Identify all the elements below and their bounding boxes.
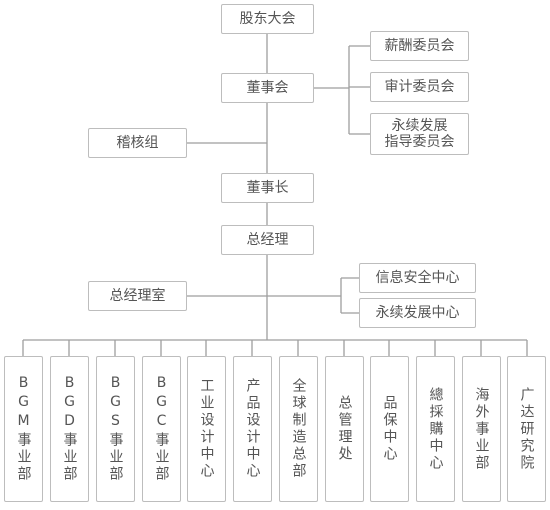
division-general-management: 总管理处 — [325, 356, 364, 502]
division-industrial-design: 工业设计中心 — [187, 356, 226, 502]
division-procurement: 總採購中心 — [416, 356, 455, 502]
division-product-design: 产品设计中心 — [233, 356, 272, 502]
division-bgc: BGC事业部 — [142, 356, 181, 502]
node-general-manager: 总经理 — [221, 225, 314, 255]
node-chairman: 董事长 — [221, 173, 314, 203]
node-shareholders: 股东大会 — [221, 4, 314, 34]
node-audit-team: 稽核组 — [88, 128, 187, 158]
node-sustainability-center: 永续发展中心 — [359, 298, 476, 328]
division-global-manufacturing: 全球制造总部 — [279, 356, 318, 502]
division-quality-assurance: 品保中心 — [370, 356, 409, 502]
node-sustainability-committee: 永续发展 指导委员会 — [370, 113, 469, 155]
node-sustainability-committee-line2: 指导委员会 — [384, 134, 455, 150]
node-gm-office: 总经理室 — [88, 281, 187, 311]
node-compensation-committee: 薪酬委员会 — [370, 31, 469, 61]
node-info-security-center: 信息安全中心 — [359, 263, 476, 293]
division-research-institute: 广达研究院 — [507, 356, 546, 502]
node-sustainability-committee-line1: 永续发展 — [391, 118, 448, 134]
node-audit-committee: 审计委员会 — [370, 72, 469, 102]
division-bgd: BGD事业部 — [50, 356, 89, 502]
node-board: 董事会 — [221, 73, 314, 103]
division-overseas: 海外事业部 — [462, 356, 501, 502]
division-bgm: BGM事业部 — [4, 356, 43, 502]
division-bgs: BGS事业部 — [96, 356, 135, 502]
